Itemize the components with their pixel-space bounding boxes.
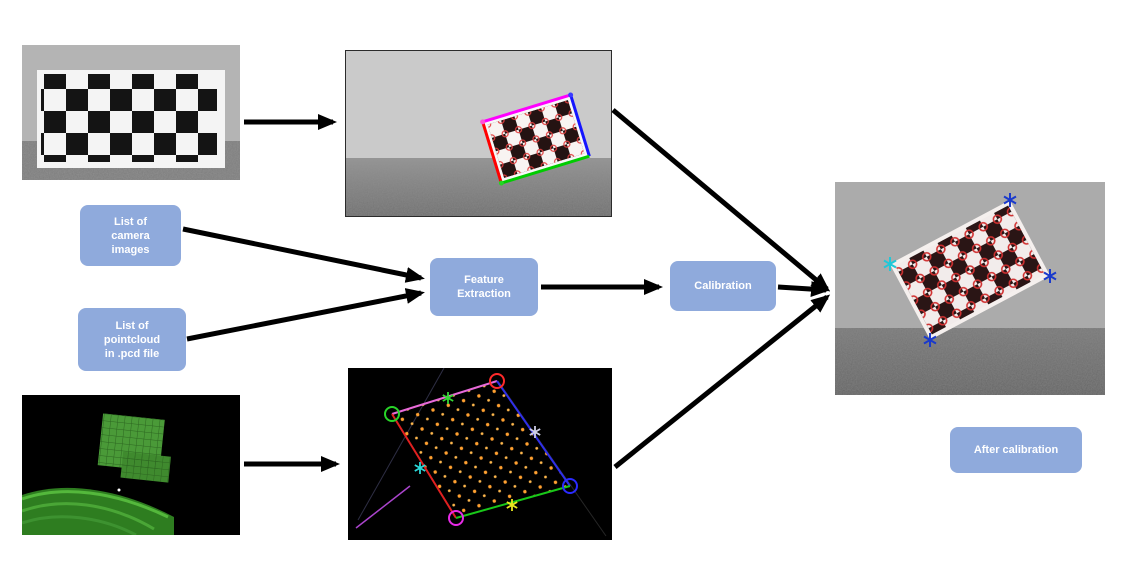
checkerboard [37,70,225,168]
lidar-ground [21,487,174,537]
pointcloud-features-image [348,367,612,540]
projected-board [889,200,1051,340]
node-label-line: Feature [464,274,504,286]
purple-ray [355,485,411,529]
node-label-line: Calibration [694,280,752,292]
node-label-line: List of [114,215,147,228]
node-label-line: in .pcd file [104,347,160,360]
pointcloud-features-scene [348,367,612,540]
corner-circle-red [489,373,505,389]
corner-dot-bottomleft [498,180,504,186]
node-label-line: images [111,243,150,256]
corner-dot-topleft [480,119,486,125]
arrow-cameralist-to-feature [182,226,425,283]
corner-circle-magenta [448,510,464,526]
node-label-line: After calibration [973,444,1059,456]
node-label-line: List of [115,319,149,332]
faint-axis-line-1 [357,367,445,521]
corner-circle-blue [562,478,578,494]
detected-checkerboard-image [345,50,612,217]
camera-checkerboard-image [22,45,240,180]
node-list-of-camera-images: List of camera images [80,205,181,266]
node-label-line: Extraction [457,288,511,300]
camera-checkerboard-scene [22,45,240,180]
lidar-pointcloud-scene [21,395,240,537]
detected-board [480,92,591,186]
lidar-pointcloud-image [21,395,240,537]
node-list-of-pointcloud: List of pointcloud in .pcd file [78,308,186,371]
arrow-pointcloudlist-to-feature [186,288,425,342]
node-calibration: Calibration [670,261,776,311]
node-after-calibration: After calibration [950,427,1082,473]
after-calibration-image [835,182,1105,395]
floor [346,158,611,216]
lidar-board [97,413,171,483]
corner-circle-green [384,406,400,422]
corner-dot-topright [568,92,574,98]
node-feature-extraction: Feature Extraction [430,258,538,316]
board-edge-lines [481,93,591,185]
floor [835,328,1105,395]
node-label-line: camera [111,229,150,242]
after-calibration-scene [835,182,1105,395]
detected-dot-grid [392,381,570,518]
detected-checkerboard-scene [346,51,611,216]
arrow-calibration-to-result [777,281,830,298]
arrow-features-to-result [613,294,831,469]
origin-dot [117,488,121,492]
node-label-line: pointcloud [103,333,161,346]
